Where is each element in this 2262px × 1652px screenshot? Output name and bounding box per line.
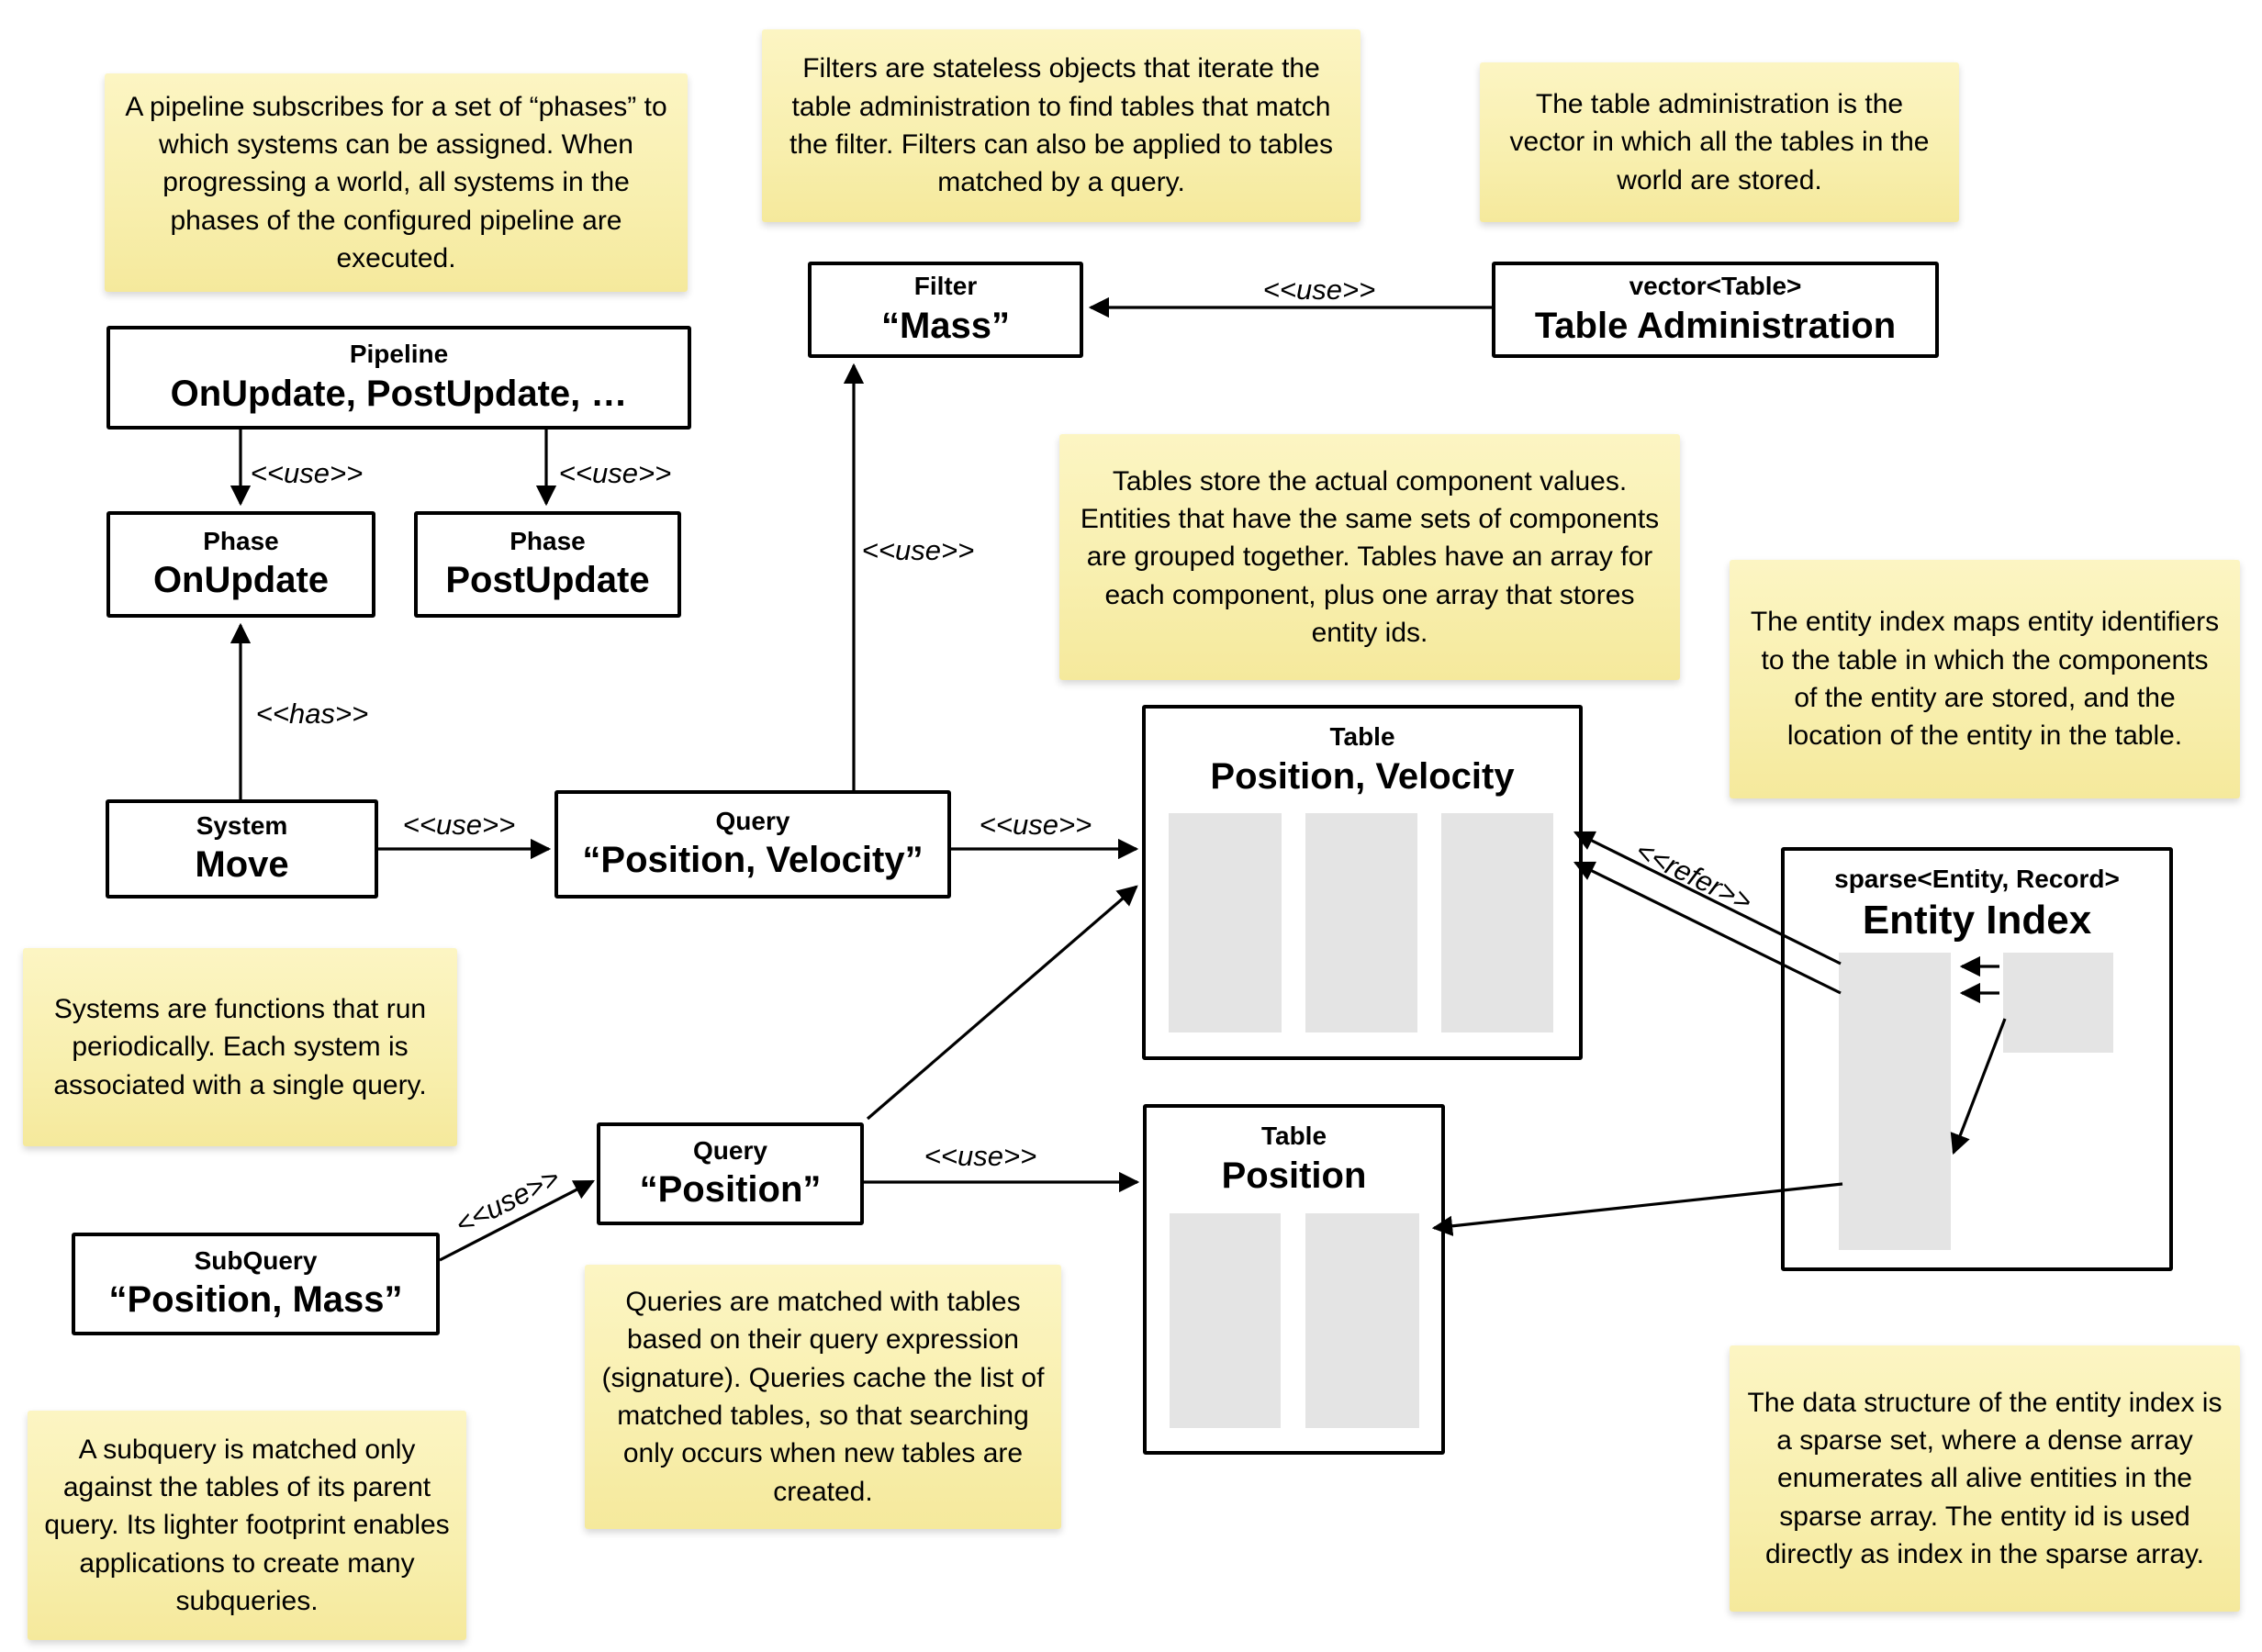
array-table-pos-col2 (1305, 1213, 1419, 1428)
edge-label-use-pipeline-postupdate: <<use>> (558, 457, 672, 489)
node-table-position-velocity-name: Position, Velocity (1210, 755, 1515, 797)
array-table-pv-col1 (1169, 813, 1282, 1032)
array-entity-index-dense (2003, 953, 2113, 1053)
note-table-administration: The table administration is the vector i… (1480, 62, 1959, 222)
node-system-move: System Move (106, 799, 378, 899)
node-subquery-position-mass-name: “Position, Mass” (108, 1279, 403, 1321)
node-table-position-velocity-stereotype: Table (1329, 722, 1395, 751)
node-phase-onupdate-name: OnUpdate (152, 560, 330, 601)
note-filters: Filters are stateless objects that itera… (762, 29, 1361, 222)
node-subquery-position-mass-stereotype: SubQuery (194, 1245, 318, 1275)
node-query-position-velocity-stereotype: Query (715, 806, 790, 835)
node-filter-mass-stereotype: Filter (913, 272, 978, 301)
node-system-move-name: Move (195, 844, 289, 886)
node-entity-index-stereotype: sparse<Entity, Record> (1834, 865, 2120, 893)
edge-label-use-query-tablepos: <<use>> (924, 1140, 1037, 1172)
array-entity-index-sparse (1839, 953, 1951, 1250)
node-entity-index-name: Entity Index (1862, 897, 2092, 943)
node-pipeline: Pipeline OnUpdate, PostUpdate, … (106, 326, 691, 430)
note-pipeline: A pipeline subscribes for a set of “phas… (105, 73, 688, 292)
note-sparse-set: The data structure of the entity index i… (1730, 1345, 2240, 1612)
note-subqueries: A subquery is matched only against the t… (28, 1411, 466, 1640)
node-query-position-velocity: Query “Position, Velocity” (554, 790, 951, 899)
node-phase-onupdate: Phase OnUpdate (106, 511, 375, 618)
node-table-administration-name: Table Administration (1534, 305, 1897, 346)
node-phase-postupdate-name: PostUpdate (445, 560, 650, 601)
node-query-position-name: “Position” (639, 1169, 822, 1211)
note-entity-index: The entity index maps entity identifiers… (1730, 560, 2240, 798)
node-table-administration: vector<Table> Table Administration (1492, 262, 1939, 358)
edge-label-use-admin-filter: <<use>> (1262, 273, 1376, 306)
node-phase-postupdate-stereotype: Phase (510, 526, 586, 555)
node-subquery-position-mass: SubQuery “Position, Mass” (72, 1233, 440, 1335)
node-phase-postupdate: Phase PostUpdate (414, 511, 681, 618)
node-filter-mass-name: “Mass” (880, 305, 1011, 346)
edge-label-use-subquery-query: <<use>> (450, 1161, 566, 1241)
node-system-move-stereotype: System (196, 810, 288, 840)
node-table-position-name: Position (1221, 1155, 1367, 1196)
node-filter-mass: Filter “Mass” (808, 262, 1083, 358)
array-table-pv-col3 (1441, 813, 1553, 1032)
note-tables: Tables store the actual component values… (1059, 434, 1680, 680)
array-table-pv-col2 (1305, 813, 1417, 1032)
node-query-position-stereotype: Query (693, 1135, 767, 1165)
node-query-position: Query “Position” (597, 1122, 864, 1225)
array-table-pos-col1 (1170, 1213, 1281, 1428)
node-phase-onupdate-stereotype: Phase (203, 526, 279, 555)
edge-label-use-query-tablepv: <<use>> (979, 809, 1092, 841)
node-pipeline-name: OnUpdate, PostUpdate, … (170, 373, 628, 414)
node-query-position-velocity-name: “Position, Velocity” (582, 840, 924, 881)
edge-label-use-query-filter: <<use>> (861, 534, 975, 566)
note-queries: Queries are matched with tables based on… (585, 1265, 1061, 1529)
node-pipeline-stereotype: Pipeline (349, 340, 449, 369)
edge-label-refer-entityindex-table: <<refer>> (1630, 833, 1758, 919)
edge-label-has-system-phase: <<has>> (255, 698, 369, 730)
edge-label-use-pipeline-onupdate: <<use>> (250, 457, 364, 489)
note-systems: Systems are functions that run periodica… (23, 948, 457, 1146)
edge-label-use-system-query: <<use>> (402, 809, 516, 841)
node-table-administration-stereotype: vector<Table> (1629, 272, 1802, 301)
node-table-position-stereotype: Table (1260, 1122, 1327, 1150)
